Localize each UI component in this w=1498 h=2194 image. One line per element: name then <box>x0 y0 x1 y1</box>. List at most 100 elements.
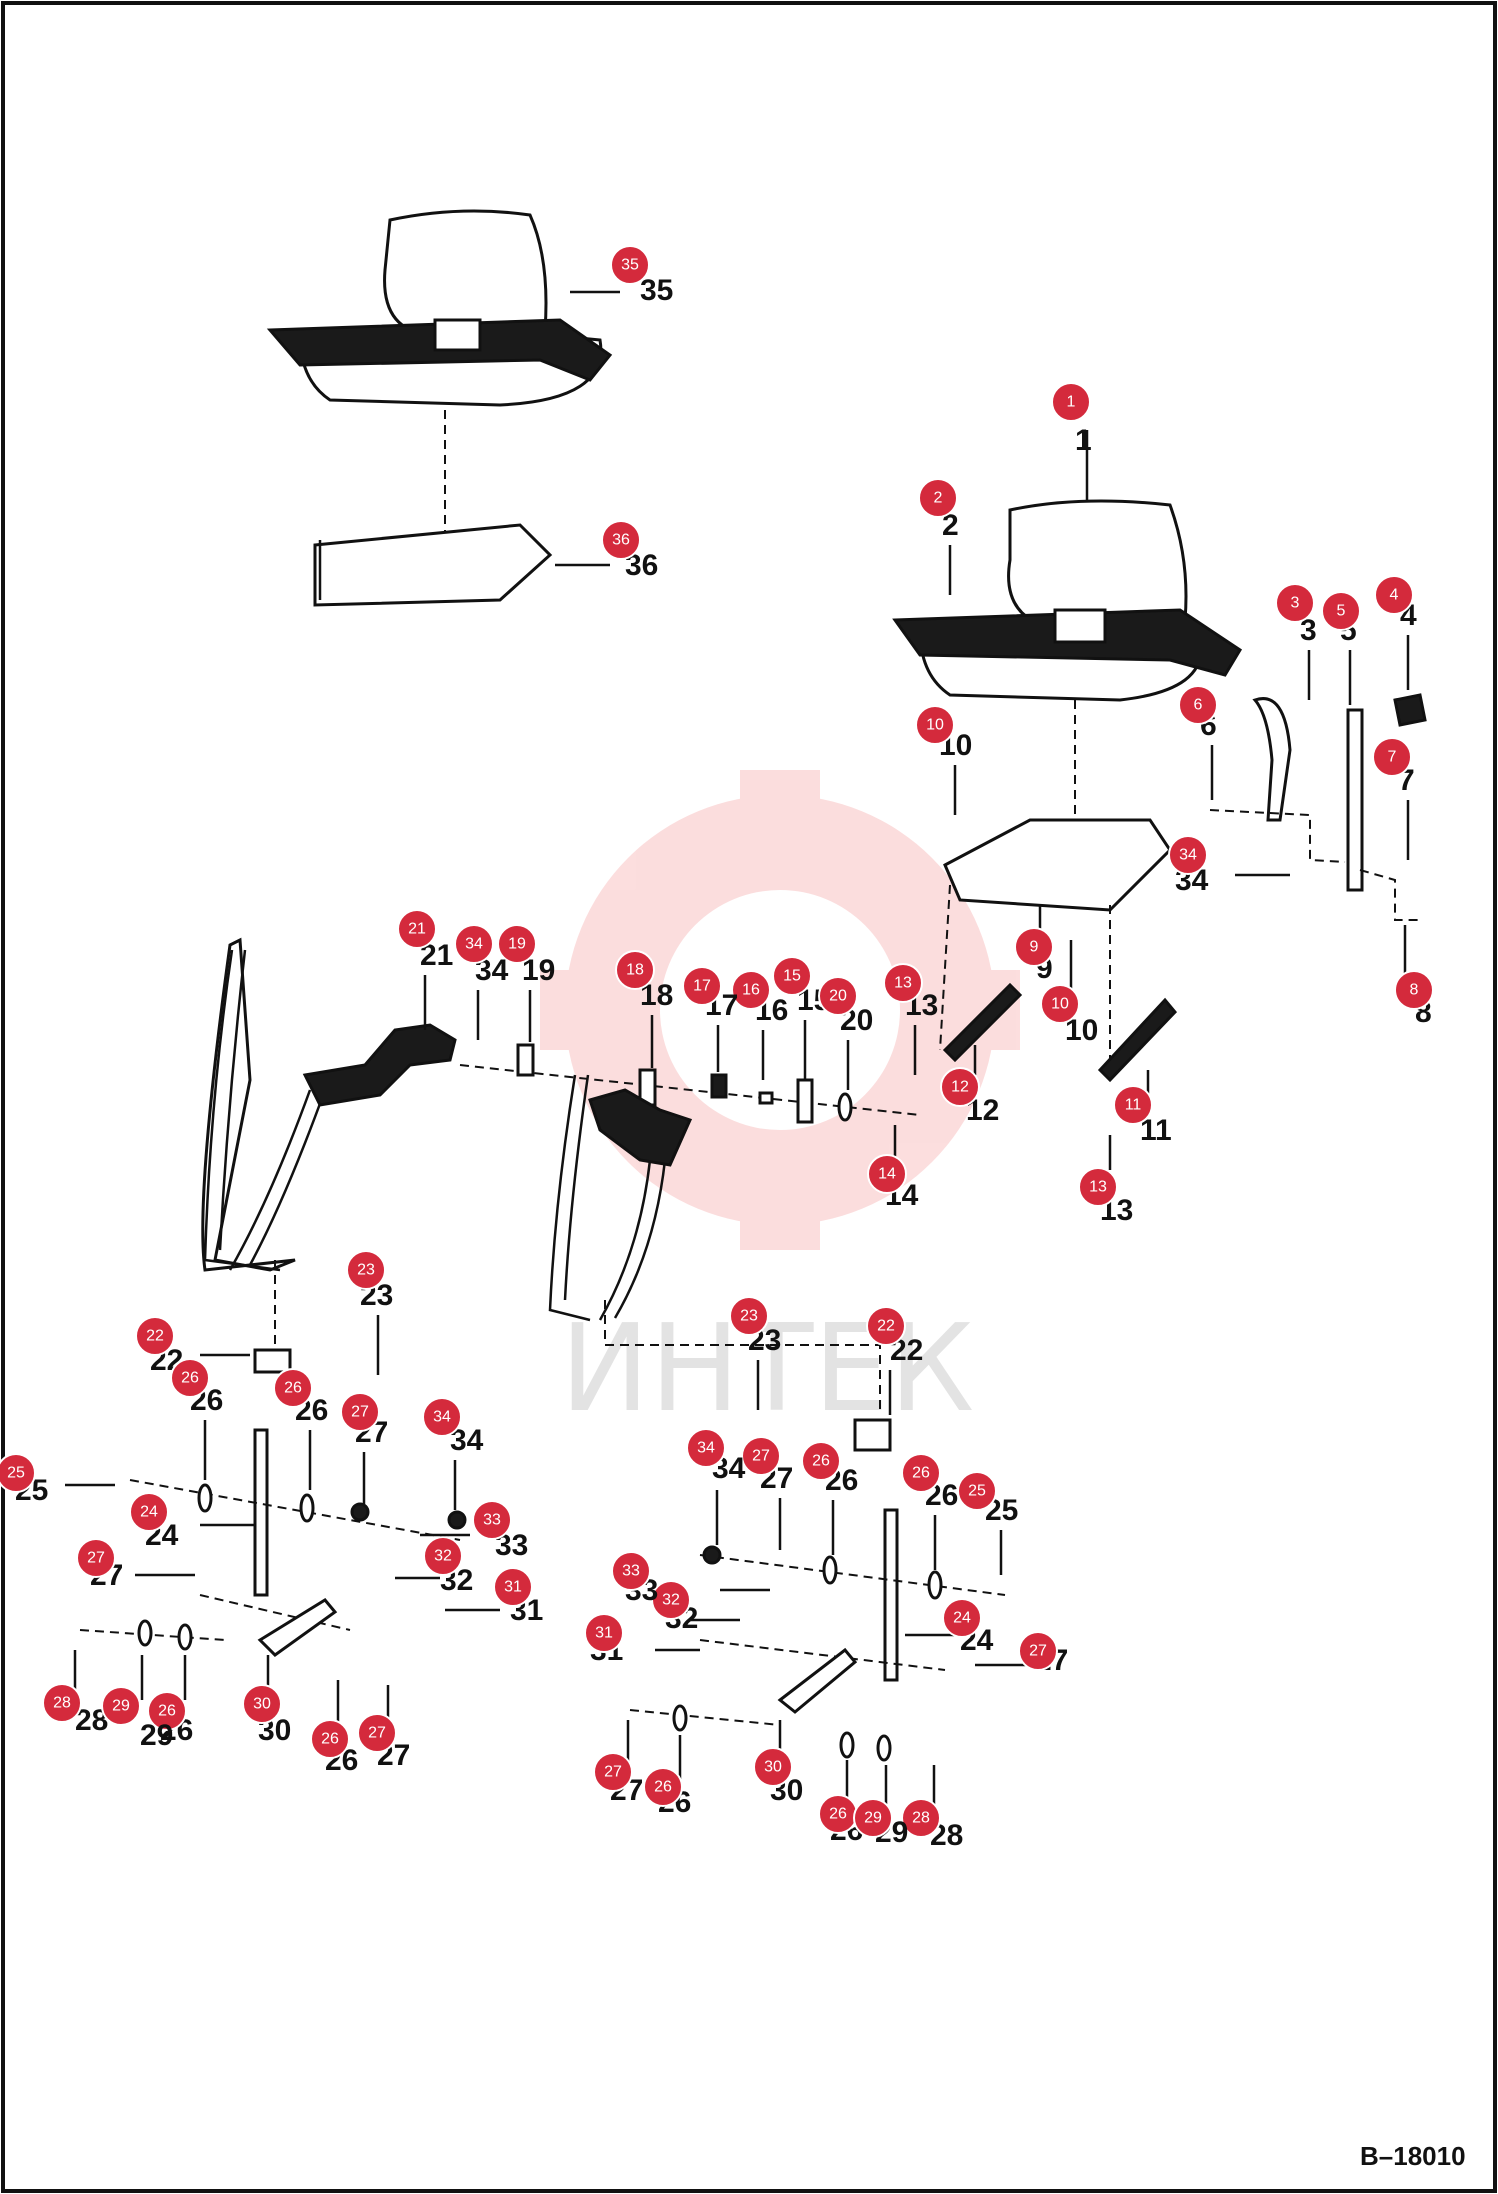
callout-badge[interactable] <box>611 1551 651 1591</box>
callout-badge[interactable] <box>866 1306 906 1346</box>
callout-badge[interactable] <box>493 1567 533 1607</box>
callout-badge[interactable] <box>818 976 858 1016</box>
callout-badge-label: 21 <box>408 921 426 938</box>
callout-3: 33 <box>1275 583 1317 700</box>
callout-badge[interactable] <box>346 1250 386 1290</box>
callout-badge[interactable] <box>1394 970 1434 1010</box>
callout-badge[interactable] <box>772 956 812 996</box>
callout-badge[interactable] <box>1040 984 1080 1024</box>
callout-badge-label: 24 <box>140 1504 158 1521</box>
callout-badge-label: 18 <box>626 962 644 979</box>
callout-badge[interactable] <box>0 1453 36 1493</box>
callout-badge[interactable] <box>1275 583 1315 623</box>
callout-badge[interactable] <box>686 1428 726 1468</box>
callout-badge[interactable] <box>615 950 655 990</box>
callout-badge-label: 13 <box>894 975 912 992</box>
callout-badge[interactable] <box>853 1798 893 1838</box>
callout-badge[interactable] <box>101 1686 141 1726</box>
callout-badge[interactable] <box>1051 382 1091 422</box>
callout-badge[interactable] <box>651 1580 691 1620</box>
callout-badge[interactable] <box>584 1613 624 1653</box>
callout-badge-label: 23 <box>357 1262 375 1279</box>
callout-badge[interactable] <box>1321 591 1361 631</box>
callout-badge[interactable] <box>357 1713 397 1753</box>
callout-badge[interactable] <box>918 478 958 518</box>
callout-badge-label: 2 <box>934 490 943 507</box>
callout-badge[interactable] <box>242 1684 282 1724</box>
callout-badge[interactable] <box>682 966 722 1006</box>
callout-7: 77 <box>1372 737 1415 860</box>
callout-badge-label: 6 <box>1194 697 1203 714</box>
callout-badge[interactable] <box>1078 1167 1118 1207</box>
callout-badge[interactable] <box>454 924 494 964</box>
callout-badge-label: 3 <box>1291 595 1300 612</box>
callout-badge[interactable] <box>340 1392 380 1432</box>
seat-assembly-right <box>892 499 1427 1083</box>
callout-badge[interactable] <box>1372 737 1412 777</box>
callout-badge[interactable] <box>940 1067 980 1107</box>
callout-badge[interactable] <box>753 1747 793 1787</box>
callout-badge[interactable] <box>423 1536 463 1576</box>
callout-badge-label: 29 <box>112 1698 130 1715</box>
callout-badge[interactable] <box>741 1436 781 1476</box>
callout-badge-label: 34 <box>433 1409 451 1426</box>
callout-badge[interactable] <box>76 1538 116 1578</box>
callout-badge[interactable] <box>397 909 437 949</box>
control-handle-middle <box>548 1074 1006 1762</box>
callout-badge[interactable] <box>1168 835 1208 875</box>
callout-badge[interactable] <box>729 1296 769 1336</box>
callout-badge[interactable] <box>957 1471 997 1511</box>
callout-badge[interactable] <box>129 1492 169 1532</box>
callout-badge[interactable] <box>1014 927 1054 967</box>
callout-badge[interactable] <box>915 705 955 745</box>
callout-badge-label: 33 <box>483 1512 501 1529</box>
callout-badge-label: 10 <box>926 717 944 734</box>
callout-badge[interactable] <box>147 1691 187 1731</box>
callout-badge[interactable] <box>1178 685 1218 725</box>
callout-badge[interactable] <box>497 924 537 964</box>
callout-badge-label: 27 <box>87 1550 105 1567</box>
callout-badge-label: 25 <box>7 1465 25 1482</box>
callout-badge[interactable] <box>135 1316 175 1356</box>
callout-badge[interactable] <box>883 963 923 1003</box>
callout-badge[interactable] <box>901 1453 941 1493</box>
callout-badge[interactable] <box>643 1767 683 1807</box>
callout-badge[interactable] <box>731 970 771 1010</box>
callout-badge[interactable] <box>1018 1631 1058 1671</box>
callout-badge-label: 22 <box>146 1328 164 1345</box>
callout-badge[interactable] <box>901 1798 941 1838</box>
callout-badge[interactable] <box>472 1500 512 1540</box>
callout-badge[interactable] <box>867 1154 907 1194</box>
callout-badge-label: 32 <box>662 1592 680 1609</box>
callout-5: 55 <box>1321 591 1361 705</box>
callout-badge[interactable] <box>170 1358 210 1398</box>
callout-badge[interactable] <box>273 1368 313 1408</box>
callout-badge[interactable] <box>593 1752 633 1792</box>
callout-badge[interactable] <box>42 1683 82 1723</box>
callout-badge[interactable] <box>422 1397 462 1437</box>
callout-badge-label: 13 <box>1089 1179 1107 1196</box>
callout-badge[interactable] <box>601 520 641 560</box>
callout-badge[interactable] <box>310 1719 350 1759</box>
callout-badge[interactable] <box>801 1441 841 1481</box>
callout-badge[interactable] <box>1113 1085 1153 1125</box>
callout-badge[interactable] <box>942 1598 982 1638</box>
callout-badge[interactable] <box>1374 575 1414 615</box>
callout-badge[interactable] <box>610 245 650 285</box>
